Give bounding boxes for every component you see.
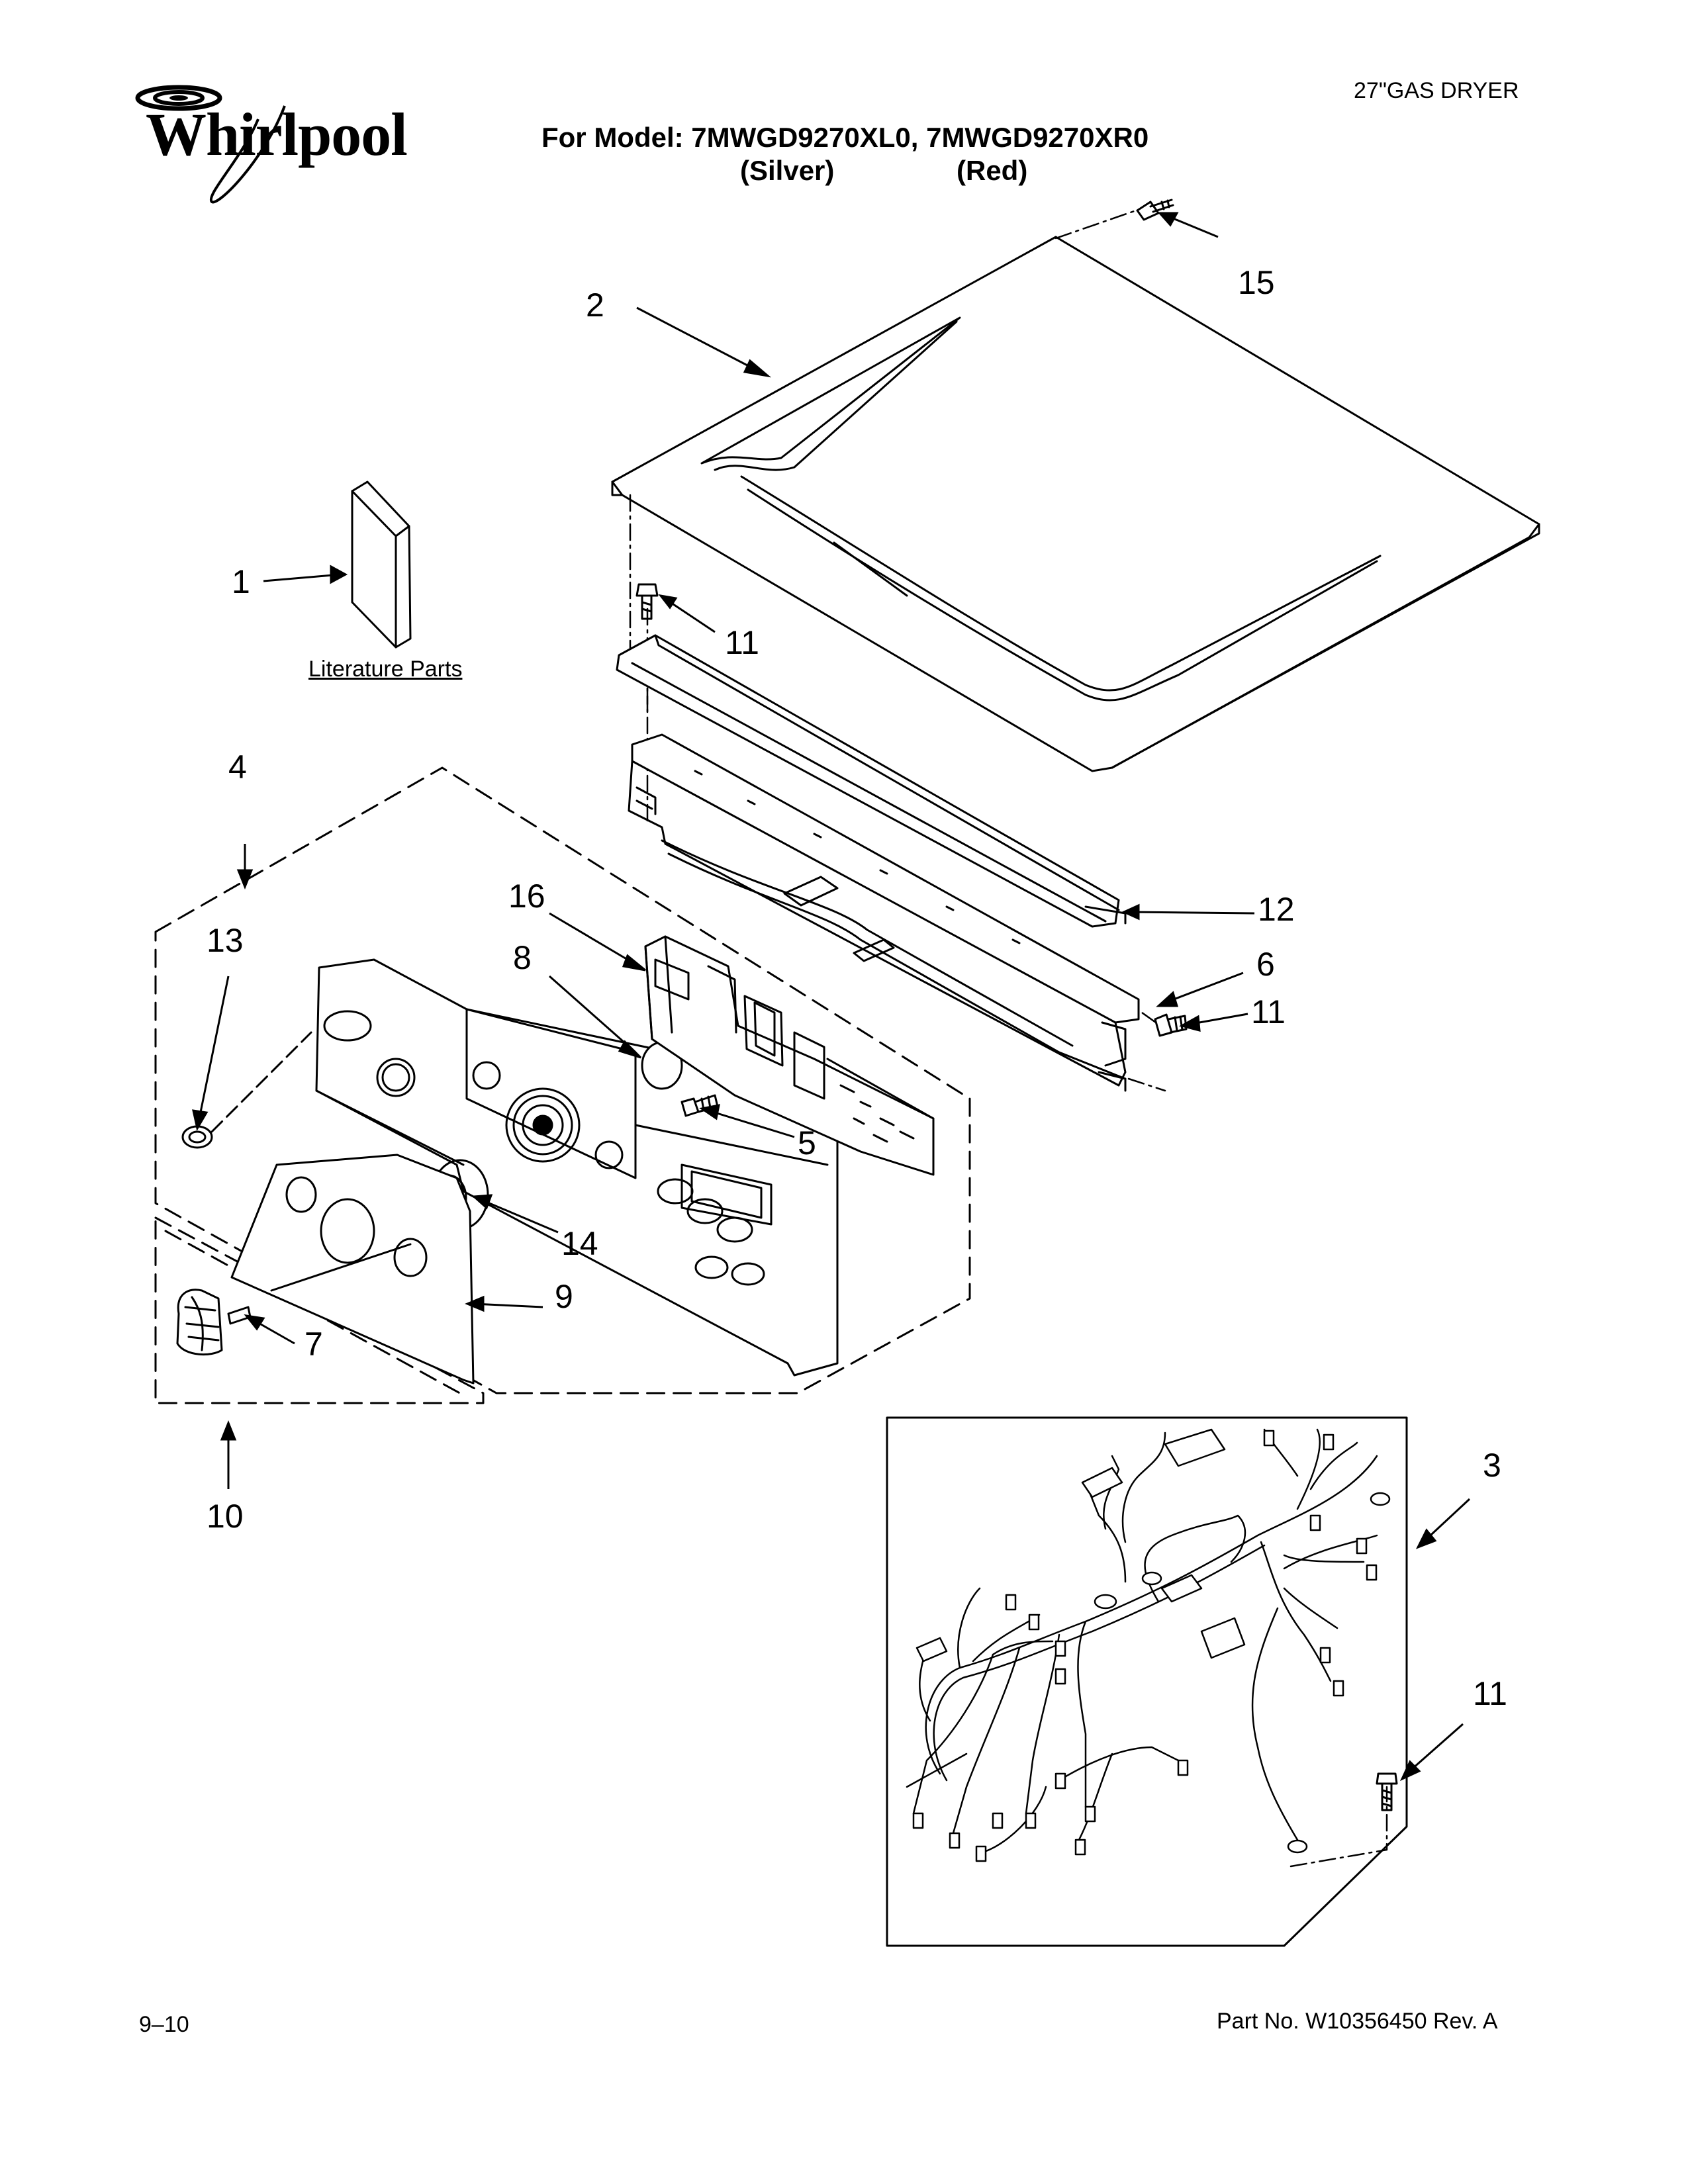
callout-5: 5	[798, 1124, 816, 1161]
callout-14: 14	[561, 1225, 598, 1262]
callout-9: 9	[555, 1278, 573, 1315]
model-color-silver: (Silver)	[740, 155, 835, 186]
callout-2: 2	[586, 287, 604, 324]
callout-3: 3	[1483, 1447, 1501, 1484]
top-panel	[611, 236, 1540, 772]
callout-6: 6	[1256, 946, 1275, 983]
screw-11-harness	[1376, 1772, 1398, 1811]
model-line: For Model: 7MWGD9270XL0, 7MWGD9270XR0	[541, 122, 1149, 153]
callout-4: 4	[228, 749, 247, 786]
whirlpool-logo-text: Whirlpool	[146, 101, 408, 168]
electronic-control-board	[644, 935, 935, 1176]
console-fascia	[230, 1154, 475, 1385]
part-number: Part No. W10356450 Rev. A	[1217, 2009, 1498, 2034]
control-knob	[176, 1289, 252, 1356]
control-bracket-rail	[616, 634, 1127, 928]
callout-11-harness: 11	[1473, 1675, 1507, 1712]
product-type: 27"GAS DRYER	[1354, 78, 1519, 103]
literature-parts-booklet	[351, 480, 412, 649]
callout-11-right: 11	[1251, 993, 1286, 1030]
callout-1: 1	[232, 563, 250, 600]
wire-harness	[906, 1428, 1378, 1854]
whirlpool-logo: Whirlpool	[132, 79, 408, 212]
model-color-red: (Red)	[957, 155, 1028, 186]
page-number: 9–10	[139, 2012, 189, 2037]
wire-harness-panel	[886, 1416, 1408, 1947]
callout-7: 7	[305, 1326, 323, 1363]
callout-10: 10	[207, 1498, 244, 1535]
badge	[181, 1031, 312, 1149]
callout-arrows	[192, 212, 1471, 1782]
callout-8: 8	[513, 939, 532, 976]
literature-parts-label: Literature Parts	[308, 657, 463, 682]
console-support	[628, 733, 1140, 1092]
callout-12: 12	[1258, 891, 1295, 928]
callout-13: 13	[207, 922, 244, 959]
harness-connectors	[912, 1428, 1391, 1862]
rotary-selector-ring	[505, 1087, 581, 1163]
callout-15: 15	[1238, 264, 1275, 301]
callout-16: 16	[508, 878, 545, 915]
screw-11-right	[1154, 1013, 1188, 1037]
callout-11-top: 11	[725, 624, 759, 661]
whirlpool-swirl-icon	[135, 85, 286, 204]
screw-11-upper	[635, 583, 659, 620]
